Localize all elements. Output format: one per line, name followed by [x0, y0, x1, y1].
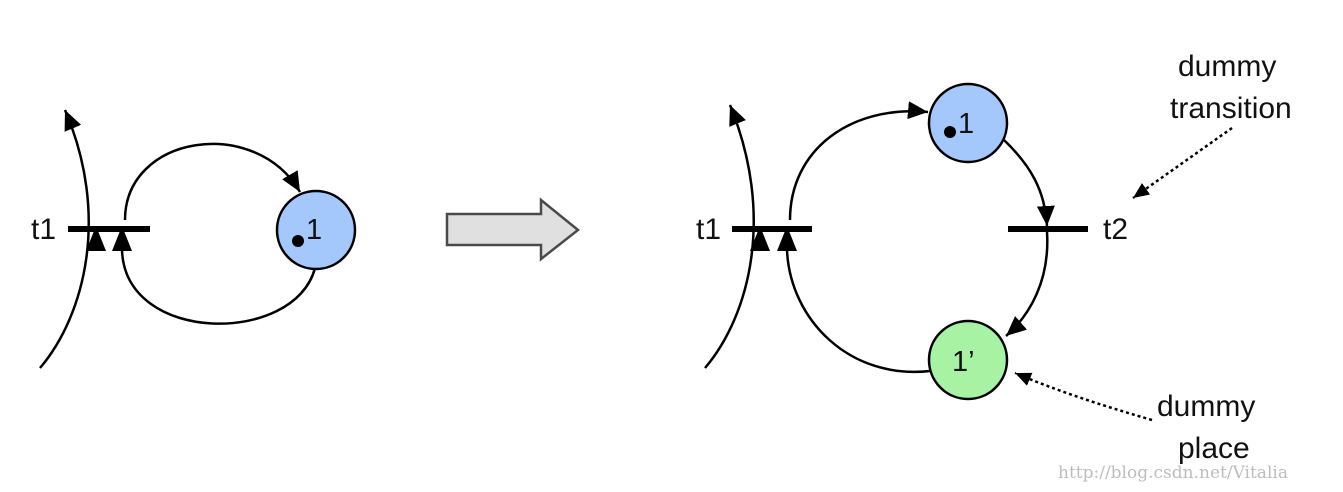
- left-place-token: [292, 235, 304, 247]
- left-t1-label: t1: [31, 213, 56, 246]
- right-place-token: [944, 126, 956, 138]
- right-arc-t1-to-place1: [788, 101, 929, 221]
- right-place-1: [927, 82, 1009, 164]
- right-arc-place1-to-t2: [1003, 139, 1055, 227]
- annotation-dummy-place-line1: dummy: [1157, 390, 1255, 423]
- left-place-1: [275, 189, 357, 271]
- left-arc-place-to-t1: [120, 249, 317, 325]
- right-t1-arrowhead-a: [750, 226, 770, 251]
- right-t1-arrowhead-b: [777, 226, 797, 251]
- annotation-dummy-place-line2: place: [1178, 432, 1250, 465]
- left-arc-t1-to-place: [123, 142, 302, 221]
- transform-arrow: [445, 197, 581, 262]
- right-place-1-label: 1: [958, 108, 974, 140]
- watermark: http://blog.csdn.net/Vitalia: [1058, 463, 1288, 483]
- right-t2-label: t2: [1103, 213, 1128, 246]
- left-t1-arrowhead-b: [112, 226, 132, 251]
- annotation-dummy-transition: dummy transition: [1132, 50, 1292, 200]
- left-place-label: 1: [306, 214, 322, 246]
- annotation-dummy-transition-line1: dummy: [1178, 50, 1276, 83]
- annotation-dummy-place: dummy place: [1014, 371, 1255, 465]
- right-arc-dummy-place-to-t1: [785, 249, 931, 374]
- annotation-dummy-transition-pointer: [1132, 126, 1233, 200]
- right-arc-t2-to-dummy-place: [1005, 231, 1049, 337]
- left-net: 1 t1: [31, 109, 357, 369]
- right-thru-arc: [704, 104, 755, 369]
- left-t1-arrowhead-a: [86, 226, 106, 251]
- annotation-dummy-place-pointer: [1014, 371, 1153, 422]
- left-thru-arc: [39, 109, 90, 369]
- right-t1-label: t1: [696, 213, 721, 246]
- right-net: 1 1’ t1 t2: [696, 82, 1128, 401]
- right-dummy-place: [927, 319, 1009, 401]
- right-dummy-place-label: 1’: [952, 346, 975, 378]
- annotation-dummy-transition-line2: transition: [1170, 92, 1292, 125]
